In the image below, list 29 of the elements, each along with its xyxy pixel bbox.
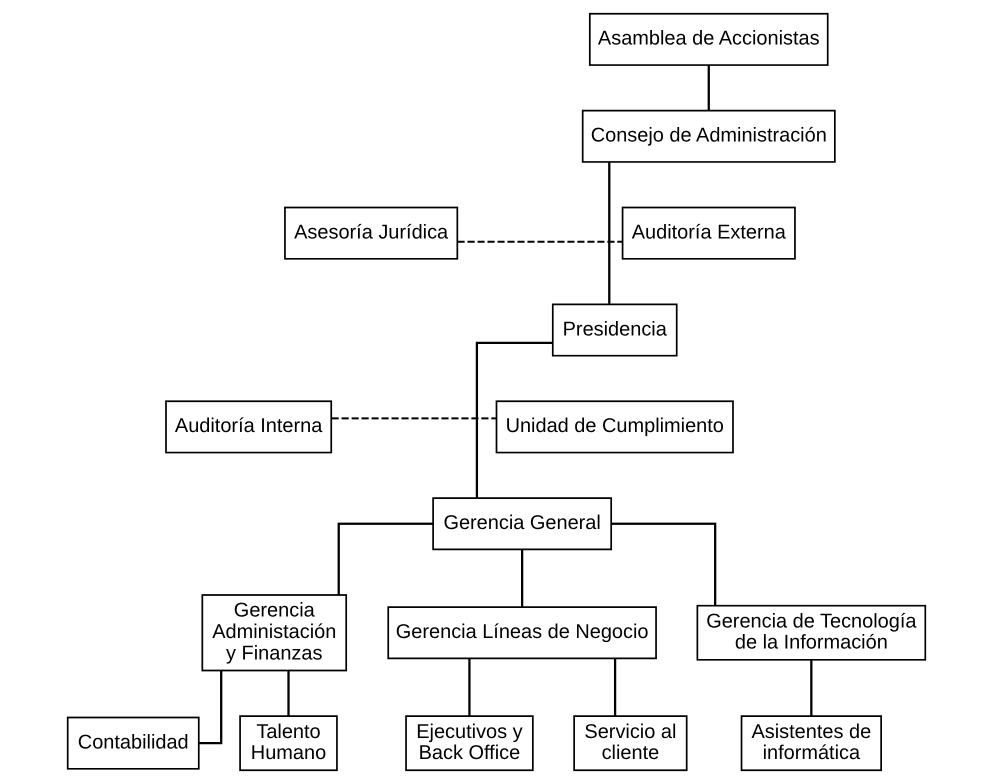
node-box: Auditoría Interna xyxy=(165,400,332,454)
connector xyxy=(611,522,716,606)
node-box: Talento Humano xyxy=(239,715,338,772)
connector xyxy=(614,658,616,716)
node-box: Ejecutivos y Back Office xyxy=(405,715,534,772)
connector xyxy=(199,670,222,744)
node-box: Asamblea de Accionistas xyxy=(588,12,829,66)
connector xyxy=(458,240,622,243)
node-box: Gerencia General xyxy=(432,497,612,550)
connector xyxy=(338,522,433,595)
node-box: Asistentes de informática xyxy=(740,715,882,772)
node-box: Gerencia Líneas de Negocio xyxy=(387,606,657,660)
node-box: Gerencia Administación y Finanzas xyxy=(201,594,348,672)
node-box: Contabilidad xyxy=(66,716,200,770)
node-box: Auditoría Externa xyxy=(622,206,796,260)
connector xyxy=(476,342,553,498)
node-box: Asesoría Jurídica xyxy=(284,206,458,260)
node-box: Consejo de Administración xyxy=(582,110,836,163)
node-box: Presidencia xyxy=(552,304,678,357)
node-box: Servicio al cliente xyxy=(573,715,688,772)
connector xyxy=(332,417,496,420)
node-box: Unidad de Cumplimiento xyxy=(496,400,734,454)
connector xyxy=(708,65,710,110)
connector xyxy=(608,162,610,304)
node-box: Gerencia de Tecnología de la Información xyxy=(696,604,926,661)
connector xyxy=(287,670,290,716)
connector xyxy=(521,550,524,607)
connector xyxy=(810,660,812,716)
connector xyxy=(468,658,471,716)
